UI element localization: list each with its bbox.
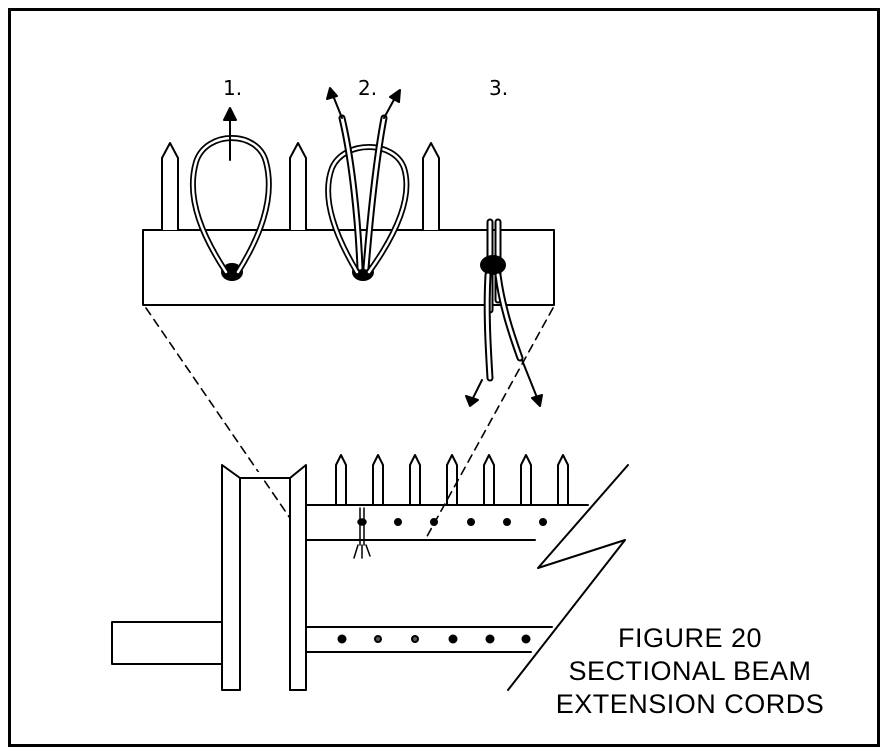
step-2-cord-ends bbox=[325, 87, 410, 281]
lower-view-pegs bbox=[335, 454, 569, 506]
beam-axle bbox=[111, 621, 231, 665]
step-label-2: 2. bbox=[358, 76, 378, 100]
zoom-projection-lines bbox=[145, 307, 554, 541]
upper-beam-bar bbox=[305, 504, 589, 541]
figure-caption: FIGURE 20 SECTIONAL BEAM EXTENSION CORDS bbox=[520, 622, 860, 721]
lower-beam-bar bbox=[305, 626, 553, 653]
step-label-1: 1. bbox=[223, 76, 243, 100]
beam-end-flange bbox=[221, 464, 307, 691]
break-lines bbox=[507, 464, 629, 691]
lower-view-cord bbox=[353, 507, 371, 559]
step-1-cord-loop bbox=[189, 107, 272, 281]
step-3-knotted-cord bbox=[465, 218, 543, 407]
caption-title-line-1: SECTIONAL BEAM bbox=[568, 656, 812, 686]
caption-title-line-2: EXTENSION CORDS bbox=[555, 689, 825, 719]
caption-figure-number: FIGURE 20 bbox=[617, 623, 763, 653]
enlarged-pegs bbox=[161, 142, 440, 231]
step-label-3: 3. bbox=[489, 76, 509, 100]
